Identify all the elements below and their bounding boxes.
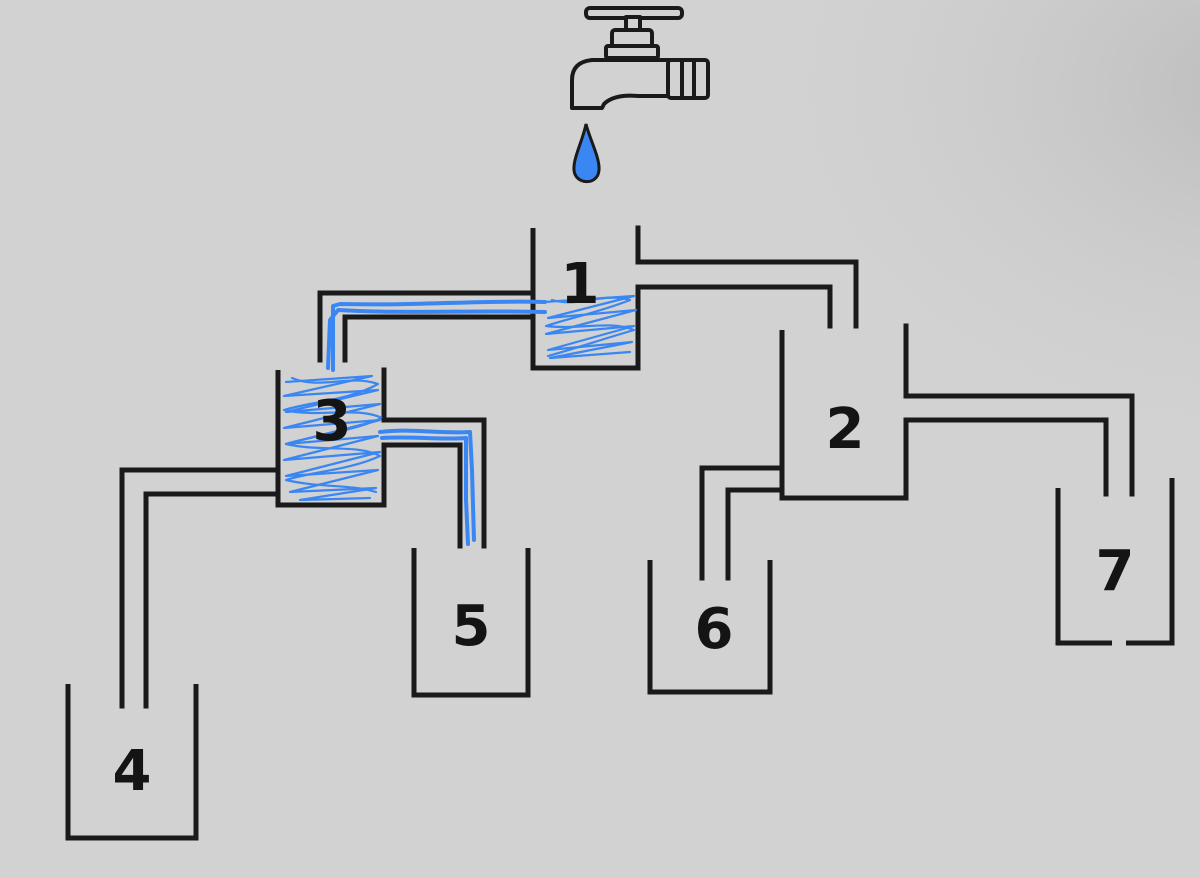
water-drop-icon [572, 123, 601, 184]
tank-6-label: 6 [695, 597, 734, 662]
pipe-1-to-3 [317, 290, 536, 363]
tank-5-label: 5 [452, 594, 491, 659]
water-flow-3-to-5 [378, 428, 476, 546]
water-fill-tank-3 [282, 374, 384, 502]
water-flow-1-to-3 [326, 299, 547, 372]
tank-3: 3 [275, 367, 387, 508]
tank-3-label: 3 [313, 389, 352, 454]
tank-4-label: 4 [113, 739, 152, 804]
water-fill-tank-1 [542, 294, 638, 360]
tank-1: 1 [530, 225, 641, 371]
tank-7-label: 7 [1096, 539, 1135, 604]
pipe-1-to-2 [635, 259, 859, 329]
pipe-2-to-6 [699, 465, 785, 581]
tank-1-label: 1 [561, 252, 600, 317]
tank-2-label: 2 [826, 397, 865, 462]
tank-5: 5 [411, 548, 531, 698]
faucet-icon [570, 6, 710, 110]
pipe-3-to-5 [381, 417, 487, 549]
pipe-3-to-4 [119, 467, 281, 709]
pipe-2-to-7 [903, 393, 1135, 497]
tank-4: 4 [65, 684, 199, 841]
tank-2: 2 [779, 323, 909, 501]
tank-7: 7 [1055, 478, 1175, 646]
tank-6: 6 [647, 560, 773, 695]
